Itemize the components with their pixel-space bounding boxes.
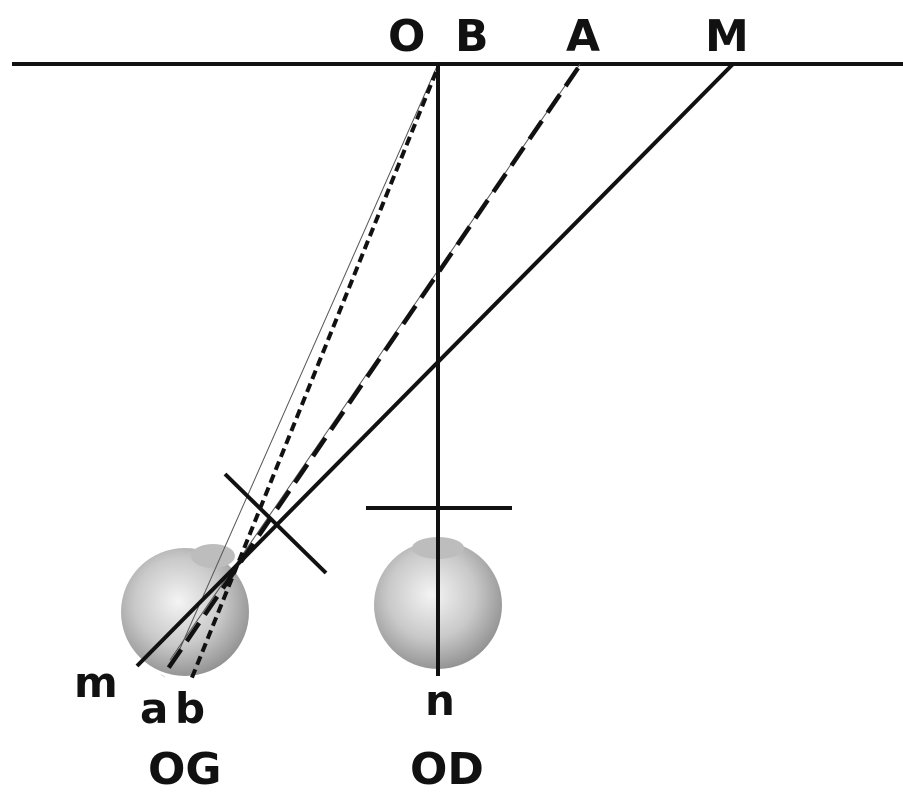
label-a: a <box>140 684 169 733</box>
label-M: M <box>705 11 749 62</box>
dashed-line-A-a <box>161 66 580 678</box>
label-OG: OG <box>148 744 222 795</box>
label-A: A <box>566 11 601 62</box>
thin-line-O <box>174 63 439 661</box>
label-n: n <box>425 676 455 725</box>
left-lens <box>223 472 328 575</box>
dotted-line-O-b <box>189 71 438 681</box>
label-b: b <box>175 684 206 733</box>
left-eyeball <box>121 544 249 676</box>
label-B: B <box>455 11 489 62</box>
label-OD: OD <box>410 744 484 795</box>
label-O: O <box>388 11 426 62</box>
label-m: m <box>74 658 118 707</box>
